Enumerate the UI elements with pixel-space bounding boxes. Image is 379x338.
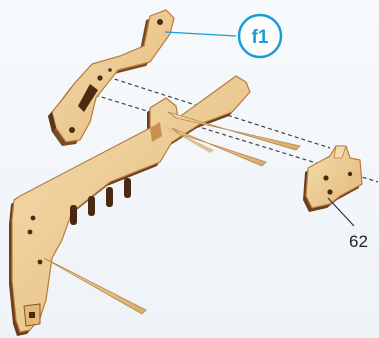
- part62-hole-2: [327, 189, 332, 194]
- part-leader: [328, 198, 354, 226]
- part62-hole-1: [323, 175, 328, 180]
- callout-badge: f1: [239, 15, 281, 57]
- part62-hole-3: [348, 172, 352, 176]
- frame-slot-2: [88, 196, 95, 216]
- callout-leader: [165, 32, 236, 36]
- pivot-hole-top: [157, 19, 163, 25]
- frame-hole-2: [28, 230, 33, 235]
- pivot-hole-mid: [97, 75, 102, 80]
- pivot-hole-small: [108, 68, 112, 72]
- callout-label: f1: [252, 27, 269, 48]
- frame-slot-3: [106, 187, 113, 207]
- frame-slot-4: [124, 178, 131, 198]
- frame-hole-1: [31, 216, 36, 221]
- dowel-pin-lower: [44, 258, 146, 314]
- main-frame-piece: [9, 76, 250, 336]
- frame-slot-1: [70, 205, 77, 225]
- pivot-hole-bottom: [69, 127, 75, 133]
- frame-hole-3: [38, 260, 43, 265]
- part-number-label: 62: [349, 232, 368, 251]
